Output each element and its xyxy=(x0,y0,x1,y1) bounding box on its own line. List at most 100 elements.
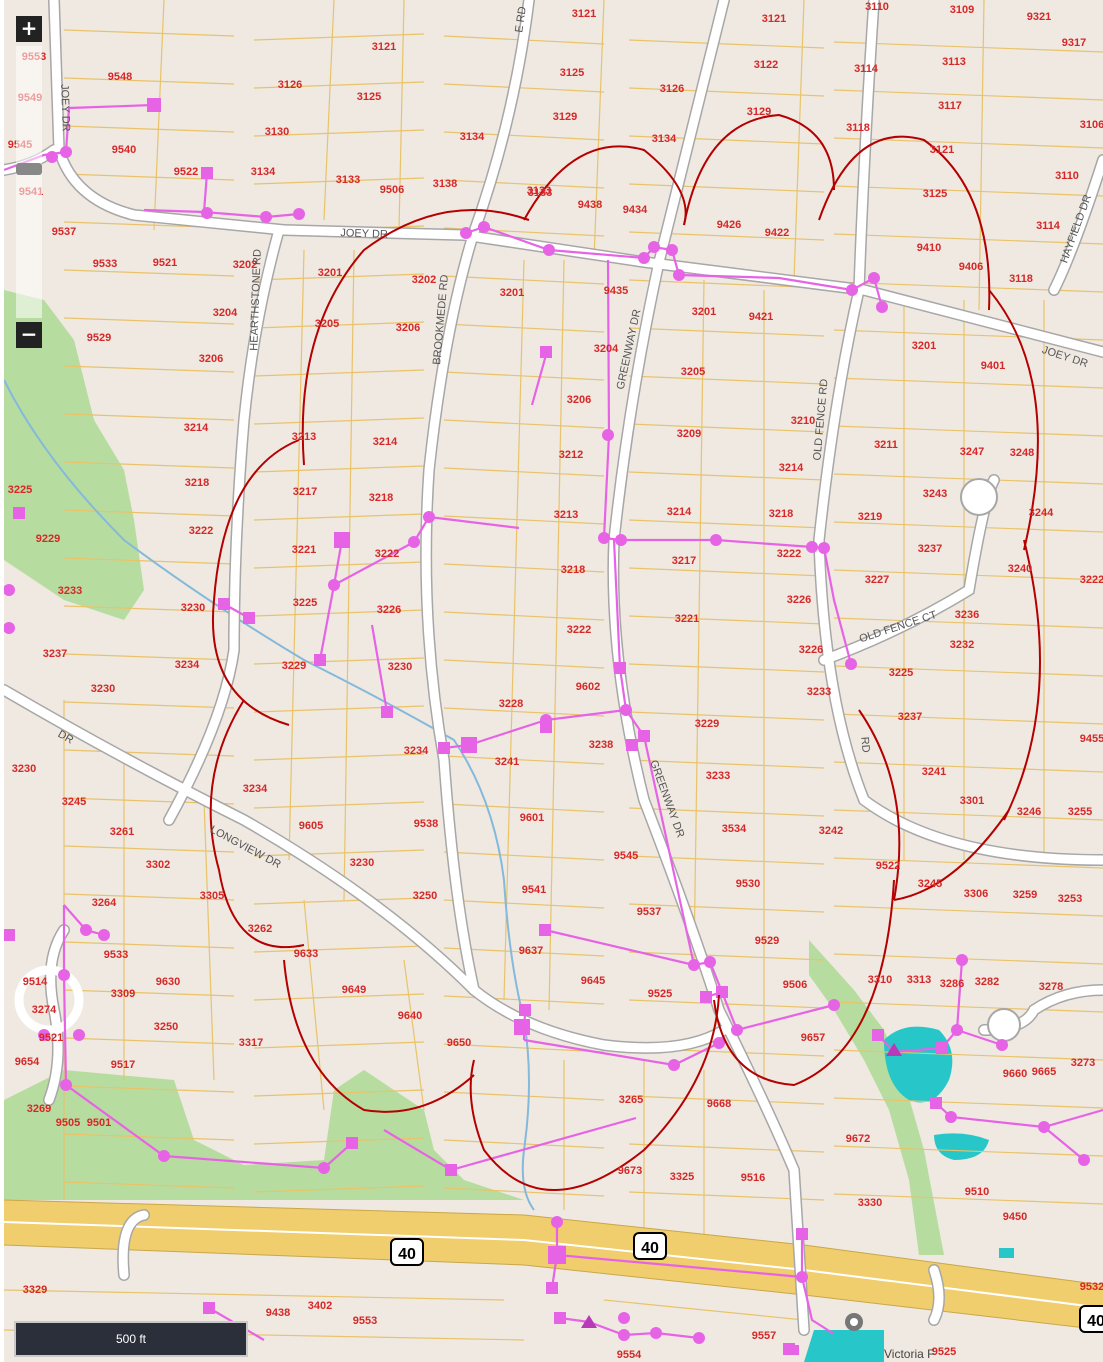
utility-vault[interactable] xyxy=(930,1097,942,1109)
utility-line[interactable] xyxy=(143,208,300,219)
utility-vault[interactable] xyxy=(872,1029,884,1041)
utility-node[interactable] xyxy=(73,1029,85,1041)
utility-line[interactable] xyxy=(468,718,547,747)
utility-node[interactable] xyxy=(638,252,650,264)
utility-node[interactable] xyxy=(478,221,490,233)
utility-vault[interactable] xyxy=(13,507,25,519)
utility-node[interactable] xyxy=(46,151,58,163)
utility-vault[interactable] xyxy=(796,1228,808,1240)
utility-vault[interactable] xyxy=(147,98,161,112)
utility-node[interactable] xyxy=(543,244,555,256)
utility-line[interactable] xyxy=(370,624,389,713)
utility-vault[interactable] xyxy=(936,1042,948,1054)
utility-vault[interactable] xyxy=(218,598,230,610)
utility-line[interactable] xyxy=(956,1028,1003,1047)
location-pin-icon[interactable] xyxy=(845,1313,863,1331)
utility-vault[interactable] xyxy=(638,730,650,742)
utility-node[interactable] xyxy=(60,1079,72,1091)
utility-node[interactable] xyxy=(668,1059,680,1071)
utility-line[interactable] xyxy=(612,539,622,669)
utility-vault[interactable] xyxy=(438,742,450,754)
utility-vault[interactable] xyxy=(519,1004,531,1016)
utility-vault[interactable] xyxy=(540,346,552,358)
zoom-slider-track[interactable] xyxy=(16,46,42,318)
utility-node[interactable] xyxy=(423,511,435,523)
utility-node[interactable] xyxy=(4,584,15,596)
utility-node[interactable] xyxy=(731,1024,743,1036)
utility-node[interactable] xyxy=(868,272,880,284)
utility-triangle[interactable] xyxy=(886,1043,902,1056)
utility-node[interactable] xyxy=(328,579,340,591)
utility-vault[interactable] xyxy=(700,991,712,1003)
utility-line[interactable] xyxy=(318,516,430,661)
utility-line[interactable] xyxy=(800,1276,835,1335)
utility-vault[interactable] xyxy=(614,662,626,674)
utility-line[interactable] xyxy=(935,1102,1103,1129)
utility-node[interactable] xyxy=(60,146,72,158)
zoom-slider-handle[interactable] xyxy=(16,163,42,175)
utility-node[interactable] xyxy=(201,207,213,219)
utility-vault[interactable] xyxy=(243,612,255,624)
utility-vault[interactable] xyxy=(716,986,728,998)
utility-node[interactable] xyxy=(618,1312,630,1324)
utility-node[interactable] xyxy=(615,534,627,546)
utility-node[interactable] xyxy=(598,532,610,544)
utility-node[interactable] xyxy=(713,1037,725,1049)
utility-node[interactable] xyxy=(58,969,70,981)
zoom-in-button[interactable]: + xyxy=(16,16,42,42)
utility-node[interactable] xyxy=(818,542,830,554)
utility-node[interactable] xyxy=(996,1039,1008,1051)
utility-node[interactable] xyxy=(704,956,716,968)
utility-node[interactable] xyxy=(618,1329,630,1341)
zoom-out-button[interactable]: − xyxy=(16,322,42,348)
utility-line[interactable] xyxy=(202,172,209,213)
utility-node[interactable] xyxy=(408,536,420,548)
utility-line[interactable] xyxy=(428,515,520,530)
utility-node[interactable] xyxy=(945,1111,957,1123)
utility-node[interactable] xyxy=(1038,1121,1050,1133)
utility-vault[interactable] xyxy=(626,739,638,751)
utility-vault[interactable] xyxy=(346,1137,358,1149)
utility-node[interactable] xyxy=(293,208,305,220)
utility-vault[interactable] xyxy=(540,721,552,733)
utility-vault[interactable] xyxy=(554,1312,566,1324)
utility-node[interactable] xyxy=(693,1332,705,1344)
utility-node[interactable] xyxy=(648,241,660,253)
utility-node[interactable] xyxy=(318,1162,330,1174)
utility-node[interactable] xyxy=(620,704,632,716)
utility-vault[interactable] xyxy=(314,654,326,666)
utility-line[interactable] xyxy=(530,354,548,406)
utility-vault[interactable] xyxy=(548,1246,566,1264)
utility-line[interactable] xyxy=(1043,1126,1085,1161)
utility-node[interactable] xyxy=(666,244,678,256)
utility-node[interactable] xyxy=(602,429,614,441)
utility-vault[interactable] xyxy=(201,167,213,179)
utility-vault[interactable] xyxy=(203,1302,215,1314)
utility-node[interactable] xyxy=(951,1024,963,1036)
utility-nodes[interactable] xyxy=(4,98,1090,1355)
utility-node[interactable] xyxy=(460,227,472,239)
utility-line[interactable] xyxy=(62,905,353,1170)
utility-node[interactable] xyxy=(260,211,272,223)
utility-vault[interactable] xyxy=(514,1019,530,1035)
utility-node[interactable] xyxy=(845,658,857,670)
utility-vault[interactable] xyxy=(445,1164,457,1176)
utility-node[interactable] xyxy=(876,301,888,313)
utility-node[interactable] xyxy=(846,284,858,296)
utility-node[interactable] xyxy=(796,1271,808,1283)
utility-vault[interactable] xyxy=(539,924,551,936)
utility-node[interactable] xyxy=(38,1029,50,1041)
utility-node[interactable] xyxy=(688,959,700,971)
utility-vault[interactable] xyxy=(334,532,350,548)
utility-node[interactable] xyxy=(1078,1154,1090,1166)
utility-node[interactable] xyxy=(80,924,92,936)
utility-node[interactable] xyxy=(158,1150,170,1162)
utility-node[interactable] xyxy=(98,929,110,941)
utility-node[interactable] xyxy=(828,999,840,1011)
utility-node[interactable] xyxy=(956,954,968,966)
utility-vault[interactable] xyxy=(789,1345,799,1355)
utility-line[interactable] xyxy=(544,928,695,967)
utility-vault[interactable] xyxy=(4,929,15,941)
utility-vault[interactable] xyxy=(546,1282,558,1294)
